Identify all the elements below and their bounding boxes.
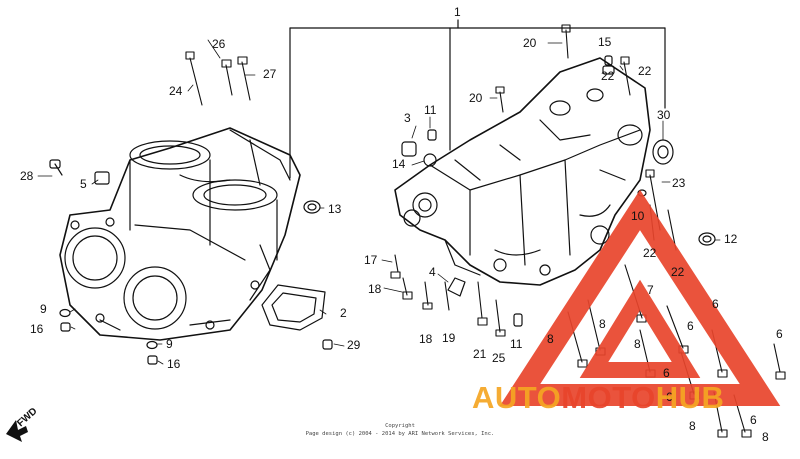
callout-29: 29 xyxy=(347,338,361,352)
callout-22c: 22 xyxy=(643,246,657,260)
callout-22a: 22 xyxy=(601,69,615,83)
callout-4: 4 xyxy=(429,265,436,279)
callout-2: 2 xyxy=(340,306,347,320)
copyright-line-2: Page design (c) 2004 - 2014 by ARI Netwo… xyxy=(305,431,495,437)
callout-19: 19 xyxy=(442,331,456,345)
callout-15: 15 xyxy=(598,35,612,49)
callout-24: 24 xyxy=(169,84,183,98)
lower-crankcase xyxy=(394,57,651,286)
fwd-arrow xyxy=(6,420,28,442)
callout-21: 21 xyxy=(473,347,487,361)
callout-25: 25 xyxy=(492,351,506,365)
callout-22d: 22 xyxy=(671,265,685,279)
callout-8e: 8 xyxy=(762,430,769,444)
gasket-2 xyxy=(261,284,326,331)
leader-lines xyxy=(37,39,721,365)
callout-8a: 8 xyxy=(547,332,554,346)
callout-1: 1 xyxy=(454,5,461,19)
callout-11a: 11 xyxy=(424,103,437,117)
callout-9a: 9 xyxy=(40,302,47,316)
callout-6e: 6 xyxy=(666,390,673,404)
callout-30: 30 xyxy=(657,108,671,122)
callout-26: 26 xyxy=(212,37,226,51)
callout-13: 13 xyxy=(328,202,342,216)
callout-9b: 9 xyxy=(166,337,173,351)
callout-6f: 6 xyxy=(750,413,757,427)
callout-27: 27 xyxy=(263,67,277,81)
watermark-moto: MOTO xyxy=(561,380,656,415)
callout-18a: 18 xyxy=(368,282,382,296)
callout-8c: 8 xyxy=(634,337,641,351)
callout-6d: 6 xyxy=(663,366,670,380)
upper-crankcase xyxy=(59,127,301,341)
callout-20a: 20 xyxy=(523,36,537,50)
callout-3: 3 xyxy=(404,111,411,125)
callout-28: 28 xyxy=(20,169,34,183)
callout-8b: 8 xyxy=(599,317,606,331)
callout-17: 17 xyxy=(364,253,378,267)
callout-14: 14 xyxy=(392,157,406,171)
callout-16b: 16 xyxy=(167,357,181,371)
watermark-logo-text: AUTOMOTOHUB xyxy=(472,380,724,416)
watermark-triangle xyxy=(499,189,781,406)
callout-11b: 11 xyxy=(510,337,523,351)
callout-6c: 6 xyxy=(776,327,783,341)
watermark-auto: AUTO xyxy=(472,380,562,415)
callout-7: 7 xyxy=(647,283,654,297)
callout-8d: 8 xyxy=(689,419,696,433)
small-parts xyxy=(49,55,716,365)
callout-5: 5 xyxy=(80,177,87,191)
callout-23: 23 xyxy=(672,176,686,190)
callout-1-bracket xyxy=(289,19,666,179)
watermark-hub: HUB xyxy=(655,380,725,415)
callout-10: 10 xyxy=(631,209,645,223)
callout-20b: 20 xyxy=(469,91,483,105)
callout-6a: 6 xyxy=(712,297,719,311)
callout-18b: 18 xyxy=(419,332,433,346)
callout-12: 12 xyxy=(724,232,738,246)
callout-22b: 22 xyxy=(638,64,652,78)
callout-6b: 6 xyxy=(687,319,694,333)
callout-16a: 16 xyxy=(30,322,44,336)
copyright-line-1: Copyright xyxy=(385,423,415,429)
